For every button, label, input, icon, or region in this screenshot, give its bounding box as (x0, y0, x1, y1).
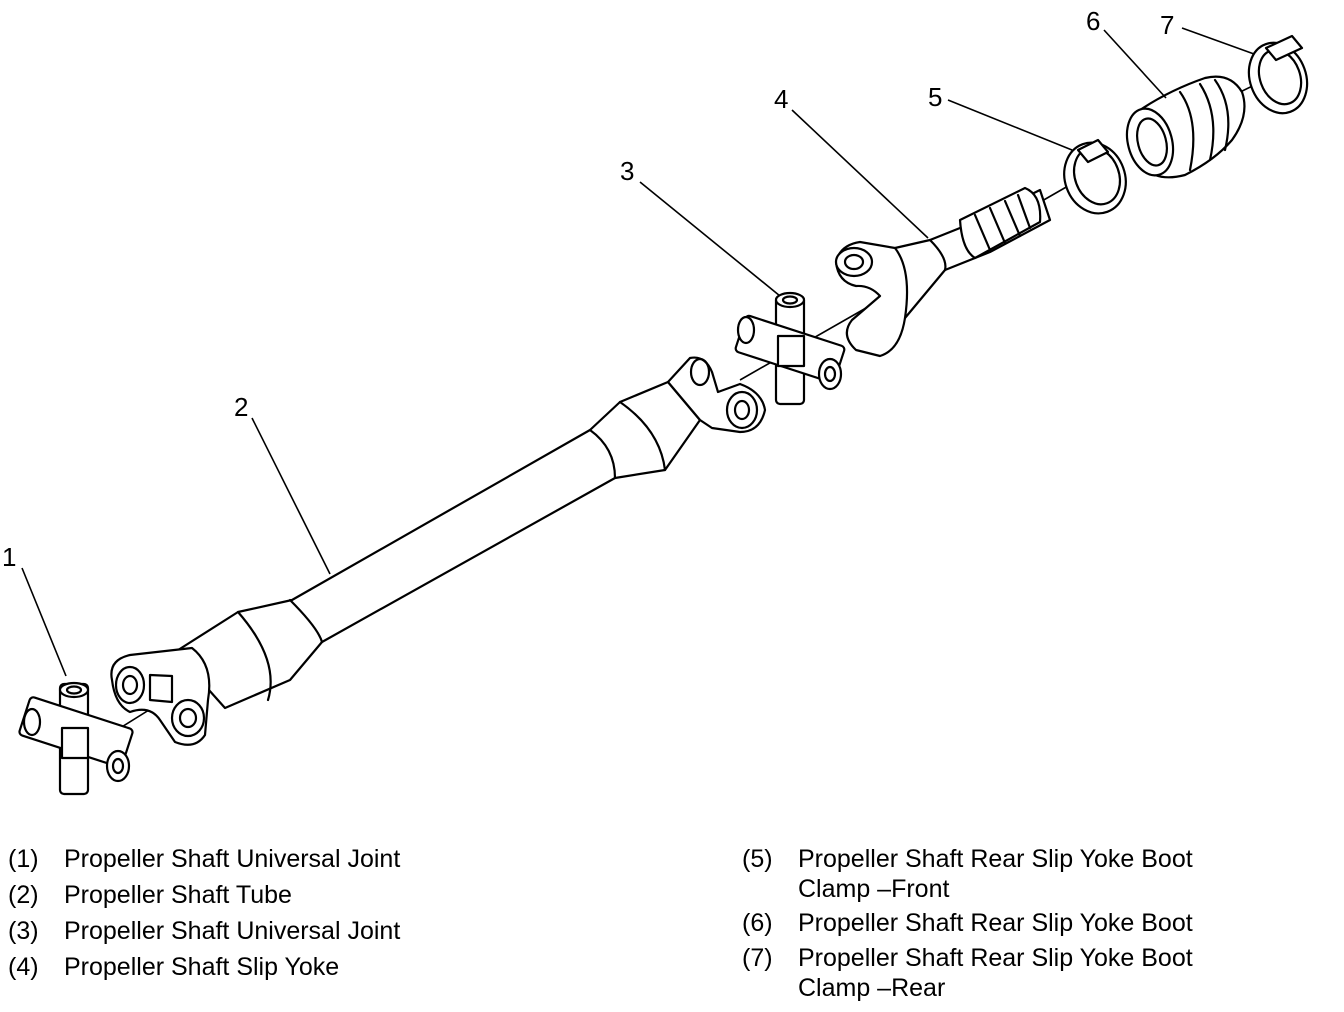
legend-item-2: (2) Propeller Shaft Tube (8, 880, 292, 910)
legend-text: Propeller Shaft Rear Slip Yoke Boot (798, 909, 1193, 937)
legend-text: Propeller Shaft Universal Joint (64, 845, 401, 873)
legend-item-6: (6) Propeller Shaft Rear Slip Yoke Boot (742, 908, 1193, 938)
legend-num: (6) (742, 909, 773, 937)
legend-num: (1) (8, 845, 39, 873)
propeller-shaft-exploded-diagram: 1 2 3 4 5 6 7 (2, 6, 1309, 796)
legend-num: (2) (8, 881, 39, 909)
legend-num: (7) (742, 944, 773, 972)
callout-3: 3 (620, 156, 634, 186)
callout-5: 5 (928, 82, 942, 112)
legend-num: (5) (742, 845, 773, 873)
legend-item-4: (4) Propeller Shaft Slip Yoke (8, 952, 339, 982)
legend-num: (3) (8, 917, 39, 945)
legend-text: Propeller Shaft Slip Yoke (64, 953, 340, 981)
callout-2: 2 (234, 392, 248, 422)
legend-item-5: (5) Propeller Shaft Rear Slip Yoke Boot … (742, 844, 1193, 904)
legend-text-line-2: Clamp –Rear (798, 974, 946, 1002)
callout-1: 1 (2, 542, 16, 572)
legend-text: Propeller Shaft Rear Slip Yoke Boot Clam… (798, 943, 1193, 1003)
legend-item-7: (7) Propeller Shaft Rear Slip Yoke Boot … (742, 943, 1193, 1003)
boot-clamp-rear (1247, 34, 1309, 115)
legend-item-1: (1) Propeller Shaft Universal Joint (8, 844, 400, 874)
legend-num: (4) (8, 953, 39, 981)
callout-6: 6 (1086, 6, 1100, 36)
leader-lines (21, 27, 1255, 677)
legend-text: Propeller Shaft Universal Joint (64, 917, 401, 945)
legend-text-line-1: Propeller Shaft Rear Slip Yoke Boot (798, 944, 1193, 972)
slip-yoke-boot (1125, 75, 1246, 179)
boot-clamp-front (1063, 138, 1127, 215)
callout-7: 7 (1160, 10, 1174, 40)
slip-yoke (834, 186, 1052, 358)
universal-joint-front (18, 681, 134, 796)
legend-text-line-1: Propeller Shaft Rear Slip Yoke Boot (798, 845, 1193, 873)
legend-text-line-2: Clamp –Front (798, 875, 950, 903)
legend-text: Propeller Shaft Tube (64, 881, 292, 909)
propeller-shaft-tube (110, 356, 767, 746)
legend-item-3: (3) Propeller Shaft Universal Joint (8, 916, 400, 946)
universal-joint-rear (734, 291, 846, 406)
legend-text: Propeller Shaft Rear Slip Yoke Boot Clam… (798, 844, 1193, 904)
callout-4: 4 (774, 84, 788, 114)
